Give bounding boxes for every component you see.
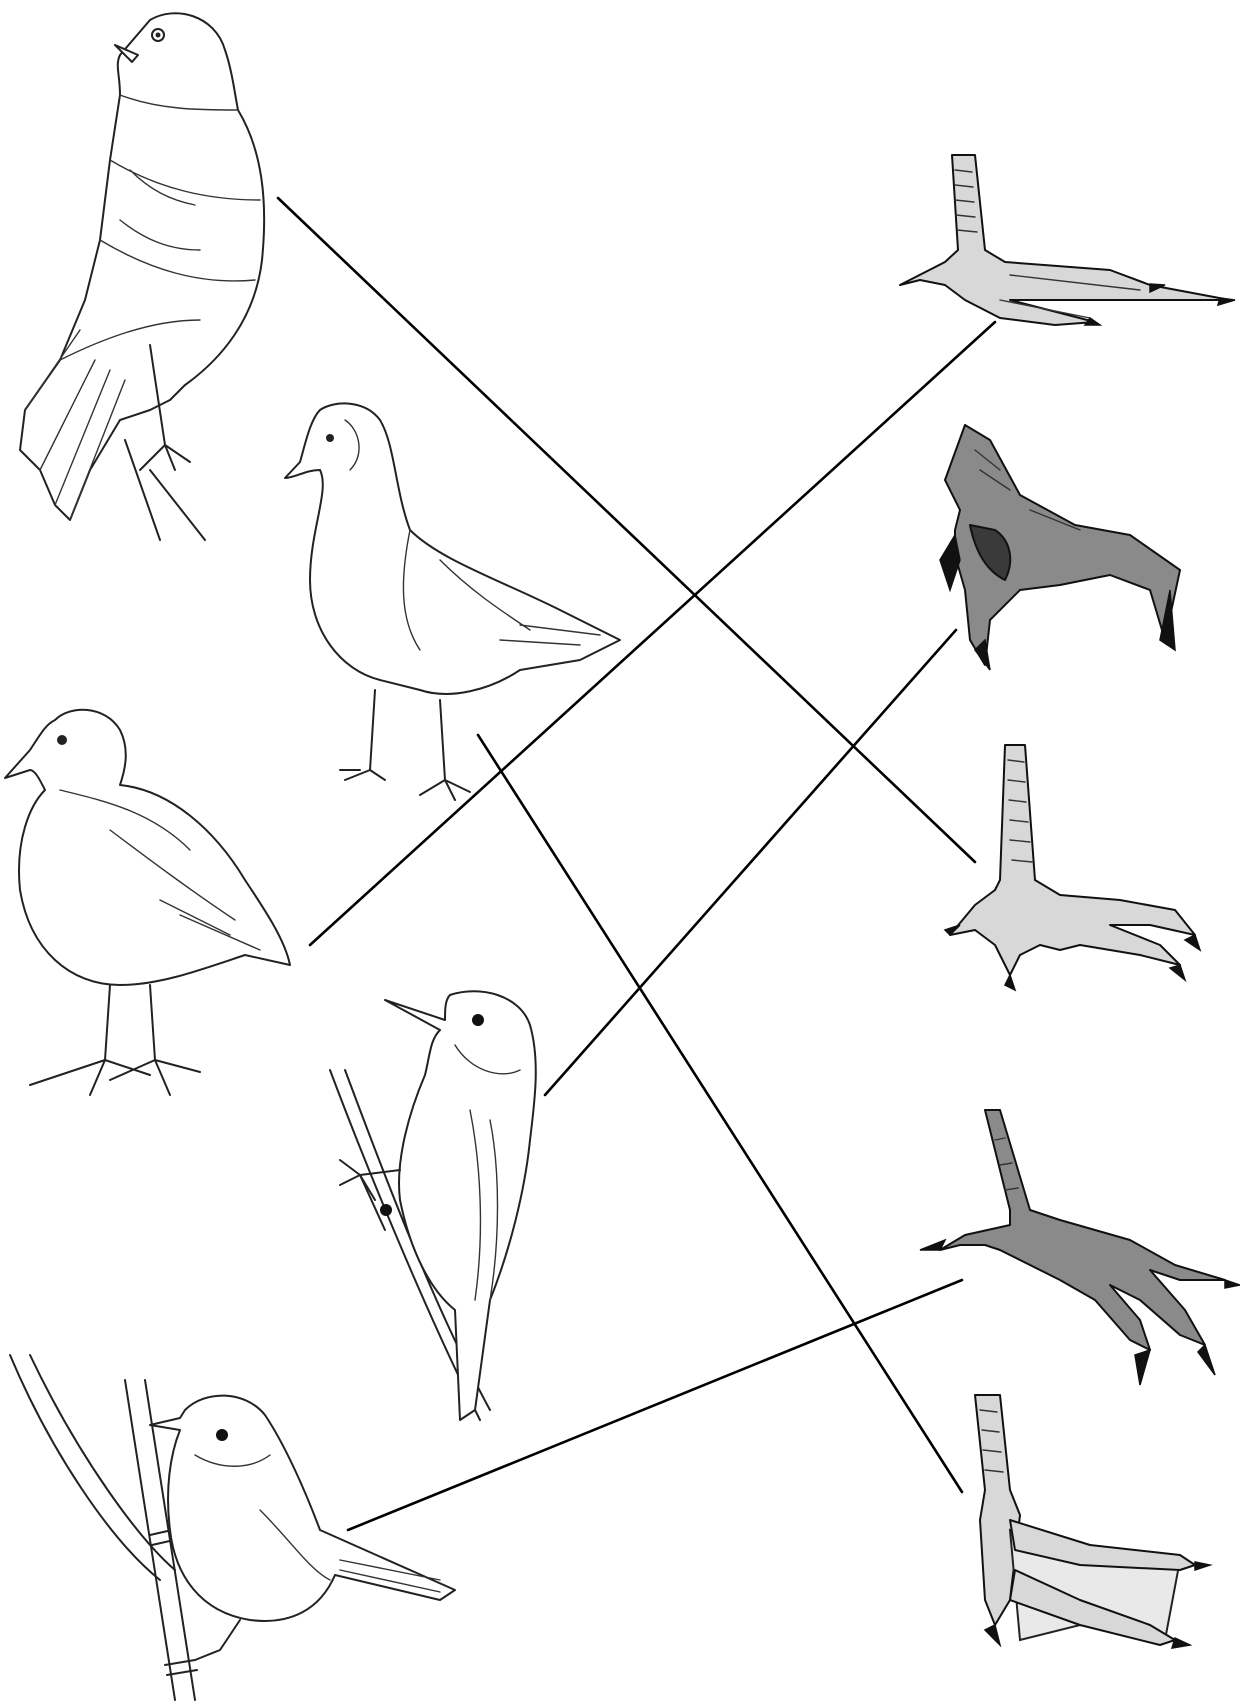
goose-bird-icon (285, 403, 620, 800)
moorhen-bird-icon (5, 710, 290, 1095)
matching-lines (278, 198, 995, 1530)
webbed-foot-icon (975, 1395, 1210, 1648)
perching-foot-icon (920, 1110, 1240, 1385)
zygodactyl-foot-icon (940, 425, 1180, 670)
buzzard-bird-icon (20, 13, 264, 540)
long-toed-foot-icon (900, 155, 1235, 325)
match-line-woodpecker-to-zygodactyl-foot[interactable] (545, 630, 956, 1095)
woodpecker-bird-icon (330, 991, 536, 1420)
warbler-bird-icon (10, 1355, 455, 1700)
match-line-warbler-to-perching-foot[interactable] (348, 1280, 962, 1530)
taloned-foot-icon (945, 745, 1200, 990)
